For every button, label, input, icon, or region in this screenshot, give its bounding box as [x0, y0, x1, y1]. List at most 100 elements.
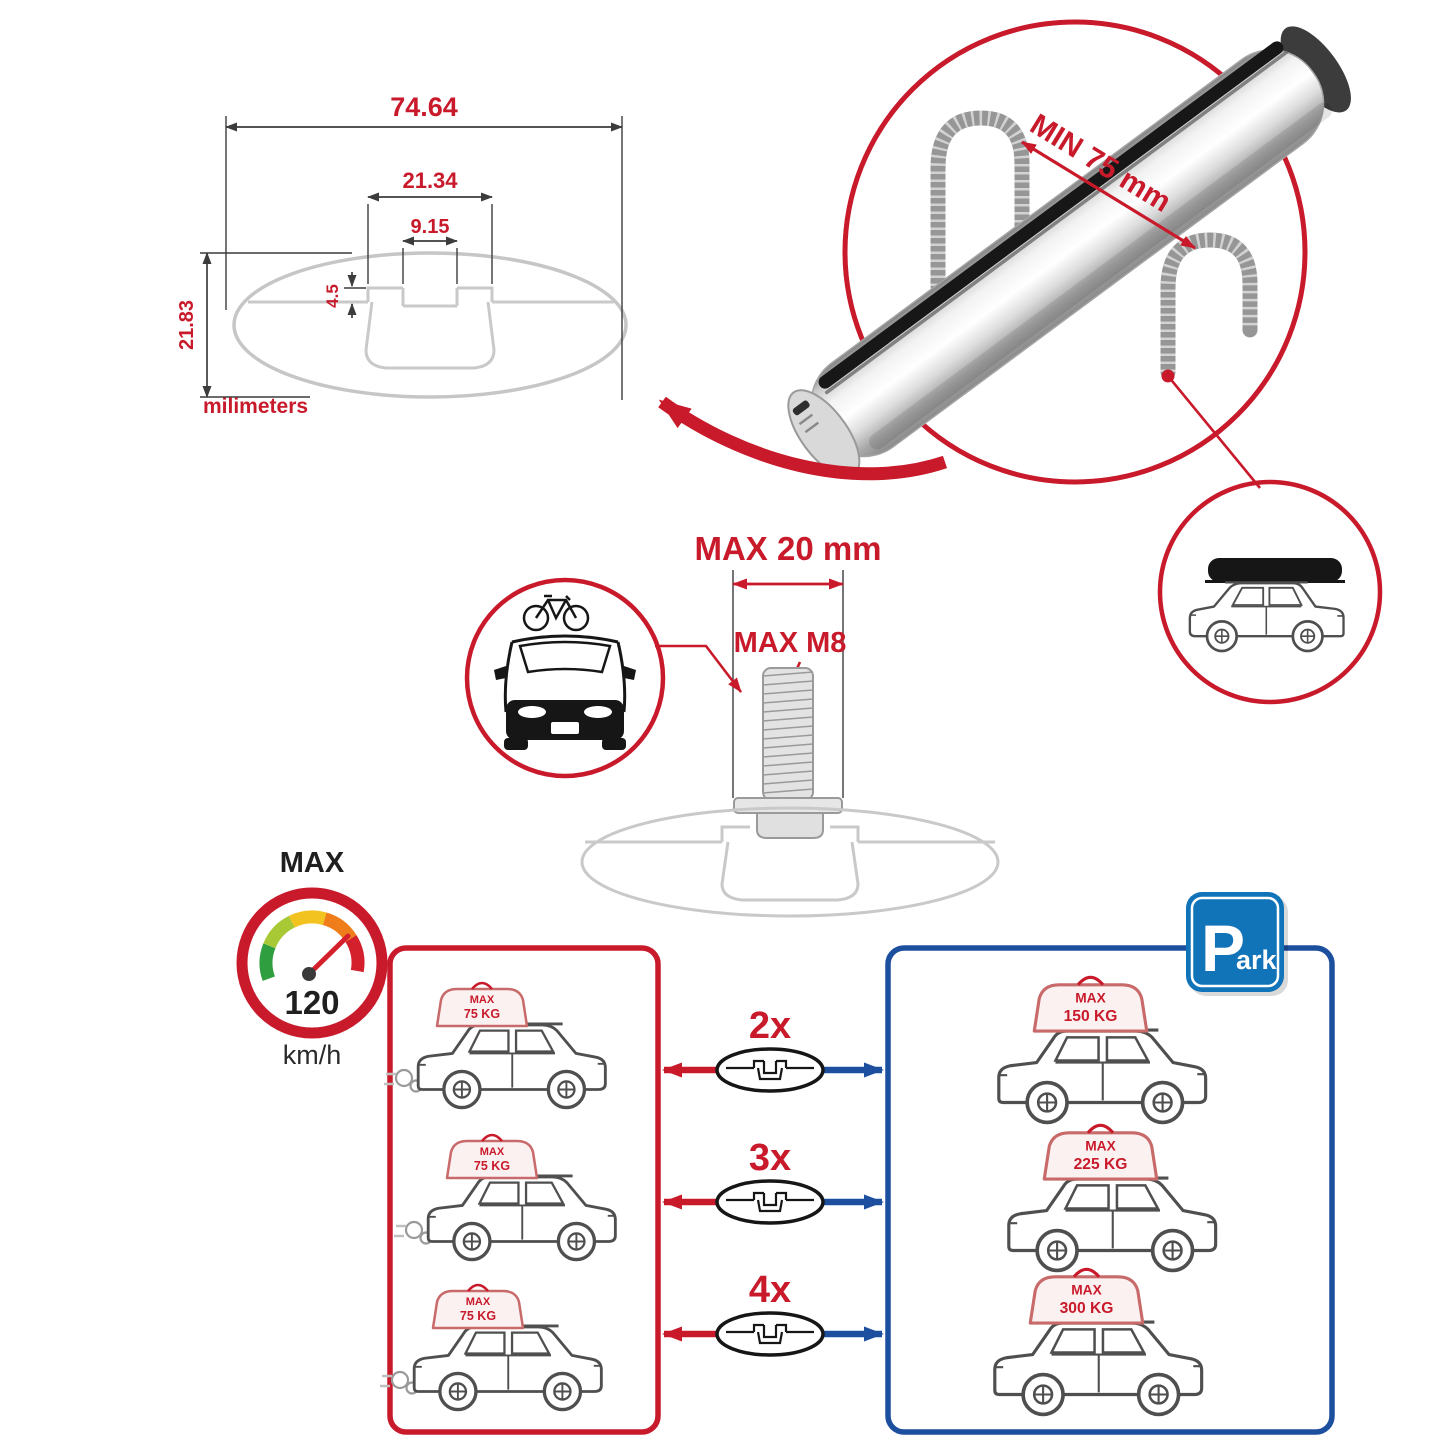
bar-channel-liner [824, 50, 1288, 395]
roof-box [1208, 558, 1342, 582]
driving-load-panel: MAX 75 KG MAX 75 KG MAX 75 KG [378, 945, 661, 1435]
bag-weight: 225 KG [1074, 1156, 1128, 1173]
link-to-suv-circle [1166, 375, 1262, 489]
bike-wheel-left [522, 604, 550, 632]
bag-weight: 300 KG [1060, 1300, 1114, 1317]
blue-panel-outline [885, 945, 1335, 1435]
multiplier-label: 4x [749, 1269, 791, 1311]
bike-wheel-right [562, 604, 590, 632]
car-front-sides [503, 641, 627, 713]
aluminum-bar [787, 26, 1351, 478]
bar-top-channel [818, 41, 1284, 389]
max-thread-label: MAX M8 [734, 627, 847, 659]
mount-detail: MAX 20 mm MAX M8 [580, 530, 1000, 918]
exhaust-2 [392, 1220, 433, 1245]
multiplier-row-2: 3x [662, 1137, 884, 1225]
clamp-hook-rear [930, 110, 1030, 294]
headlight-right [584, 706, 612, 718]
parked-car-1 [996, 1028, 1208, 1125]
bar-end-lines [798, 413, 820, 434]
crossbar-oval-icon [715, 1047, 825, 1093]
driving-bag-1: MAX 75 KG [435, 981, 529, 1028]
suv-circle-outline [1157, 479, 1383, 705]
license-plate [551, 722, 579, 734]
driving-car-2 [426, 1174, 618, 1262]
bag-tag: MAX [1075, 990, 1106, 1005]
speed-title: MAX [280, 847, 345, 879]
extension-lines [200, 116, 623, 400]
bag-tag: MAX [1071, 1282, 1102, 1297]
headlight-left [518, 706, 546, 718]
clamp-hook-front [1160, 232, 1258, 380]
parked-car-3 [992, 1320, 1204, 1417]
bar-cross-section-ellipse [232, 251, 628, 399]
bar-end-slot [792, 400, 810, 416]
bolt-washer [733, 797, 843, 814]
parked-bag-3: MAX 300 KG [1028, 1267, 1145, 1325]
multiplier-label: 2x [749, 1005, 791, 1047]
park-suffix: ark [1236, 945, 1278, 975]
driving-bag-3: MAX 75 KG [431, 1283, 525, 1330]
red-panel-outline [387, 945, 661, 1435]
bag-weight: 75 KG [474, 1159, 510, 1173]
multiplier-row-1: 2x [662, 1005, 884, 1093]
bag-weight: 75 KG [464, 1007, 500, 1021]
slot-width-value: 9.15 [411, 216, 450, 238]
bar-lower-shade [868, 102, 1332, 450]
tire-left [504, 738, 528, 750]
tire-right [602, 738, 626, 750]
bag-tag: MAX [470, 994, 495, 1006]
arc-green [259, 943, 276, 981]
bolt-threads [762, 671, 814, 794]
arc-red [345, 935, 365, 973]
park-sign-plate [1186, 892, 1284, 992]
hook1-threads [930, 110, 1030, 286]
park-letter: P [1201, 911, 1245, 985]
bike-circle-leader [655, 644, 743, 693]
faded-bar-ellipse [580, 806, 1000, 918]
driving-bag-2: MAX 75 KG [445, 1133, 539, 1180]
bag-tag: MAX [480, 1146, 505, 1158]
crossbar-oval-icon [715, 1179, 825, 1225]
suv-with-roofbox [1188, 581, 1345, 653]
multiplier-label: 3x [749, 1137, 791, 1179]
detail-circle-outline [842, 19, 1308, 485]
parked-bag-2: MAX 225 KG [1042, 1123, 1159, 1181]
park-sign-inner-border [1190, 896, 1280, 988]
channel-width-value: 21.34 [402, 168, 458, 193]
cross-section-diagram: 74.64 21.34 9.15 4.5 21.83 milimeters [176, 92, 628, 418]
parked-car-2 [1006, 1176, 1218, 1273]
bike-accessory-circle [464, 577, 743, 779]
total-height-value: 21.83 [176, 300, 198, 350]
faded-bar-channel [585, 825, 995, 902]
min-span-dim-line [1021, 140, 1196, 250]
gauge-needle [306, 933, 351, 977]
speed-value: 120 [284, 984, 339, 1021]
gauge-ring [236, 887, 388, 1039]
bike-circle-outline [464, 577, 666, 779]
speed-units: km/h [283, 1040, 342, 1070]
bag-weight: 75 KG [460, 1309, 496, 1323]
parked-load-panel: MAX 150 KG MAX 225 KG MAX 300 KG [885, 945, 1335, 1435]
car-front-roof [511, 634, 619, 644]
suv-roofbox-circle [1157, 479, 1383, 705]
bar-to-section-arrow [658, 396, 948, 481]
car-front-icon [494, 634, 636, 750]
units-label: milimeters [203, 395, 308, 418]
hook2-rod [1160, 232, 1258, 380]
bag-tag: MAX [466, 1296, 491, 1308]
max-length-label: MAX 20 mm [694, 530, 881, 567]
multiplier-row-3: 4x [662, 1269, 884, 1357]
crossbar-oval-icon [715, 1311, 825, 1357]
bar-end-cap-right [1280, 26, 1351, 113]
driving-car-3 [412, 1324, 604, 1412]
bike-icon [522, 594, 590, 632]
lip-depth-value: 4.5 [323, 284, 342, 308]
driving-car-1 [416, 1022, 608, 1110]
bolt-t-foot [756, 812, 824, 839]
total-width-value: 74.64 [390, 92, 458, 122]
car-mirror-left [494, 666, 506, 680]
bar-body [810, 49, 1325, 458]
park-sign: P ark [1186, 892, 1288, 996]
